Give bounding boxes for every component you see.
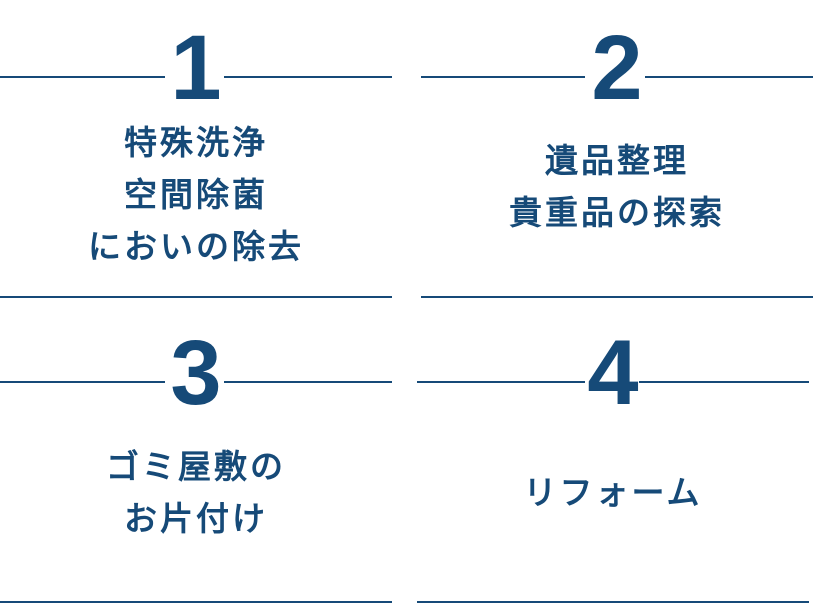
service-card-4: 4 リフォーム	[417, 313, 809, 603]
divider-bottom	[421, 296, 813, 298]
service-title-line: ゴミ屋敷の	[106, 447, 286, 486]
divider-right	[224, 381, 392, 383]
divider-right	[645, 76, 813, 78]
service-title-line: においの除去	[88, 227, 304, 266]
service-title-line: 遺品整理	[545, 141, 689, 180]
service-title: リフォーム	[417, 467, 809, 519]
divider-right	[224, 76, 392, 78]
service-number: 3	[170, 322, 222, 424]
divider-left	[417, 381, 585, 383]
service-card-3: 3 ゴミ屋敷の お片付け	[0, 313, 392, 603]
service-title-line: 特殊洗浄	[124, 123, 268, 162]
service-title: ゴミ屋敷の お片付け	[0, 441, 392, 545]
service-number: 4	[587, 322, 639, 424]
service-title-line: リフォーム	[523, 473, 703, 512]
divider-right	[639, 381, 809, 383]
service-card-2: 2 遺品整理 貴重品の探索	[421, 8, 813, 298]
service-title-line: 空間除菌	[124, 175, 268, 214]
service-card-1: 1 特殊洗浄 空間除菌 においの除去	[0, 8, 392, 298]
service-title-line: お片付け	[124, 499, 268, 538]
divider-bottom	[0, 296, 392, 298]
divider-left	[0, 76, 165, 78]
divider-left	[421, 76, 585, 78]
service-title-line: 貴重品の探索	[509, 193, 725, 232]
service-number: 1	[170, 17, 222, 119]
service-title: 遺品整理 貴重品の探索	[421, 135, 813, 239]
service-title: 特殊洗浄 空間除菌 においの除去	[0, 117, 392, 273]
divider-left	[0, 381, 165, 383]
service-number: 2	[591, 17, 643, 119]
